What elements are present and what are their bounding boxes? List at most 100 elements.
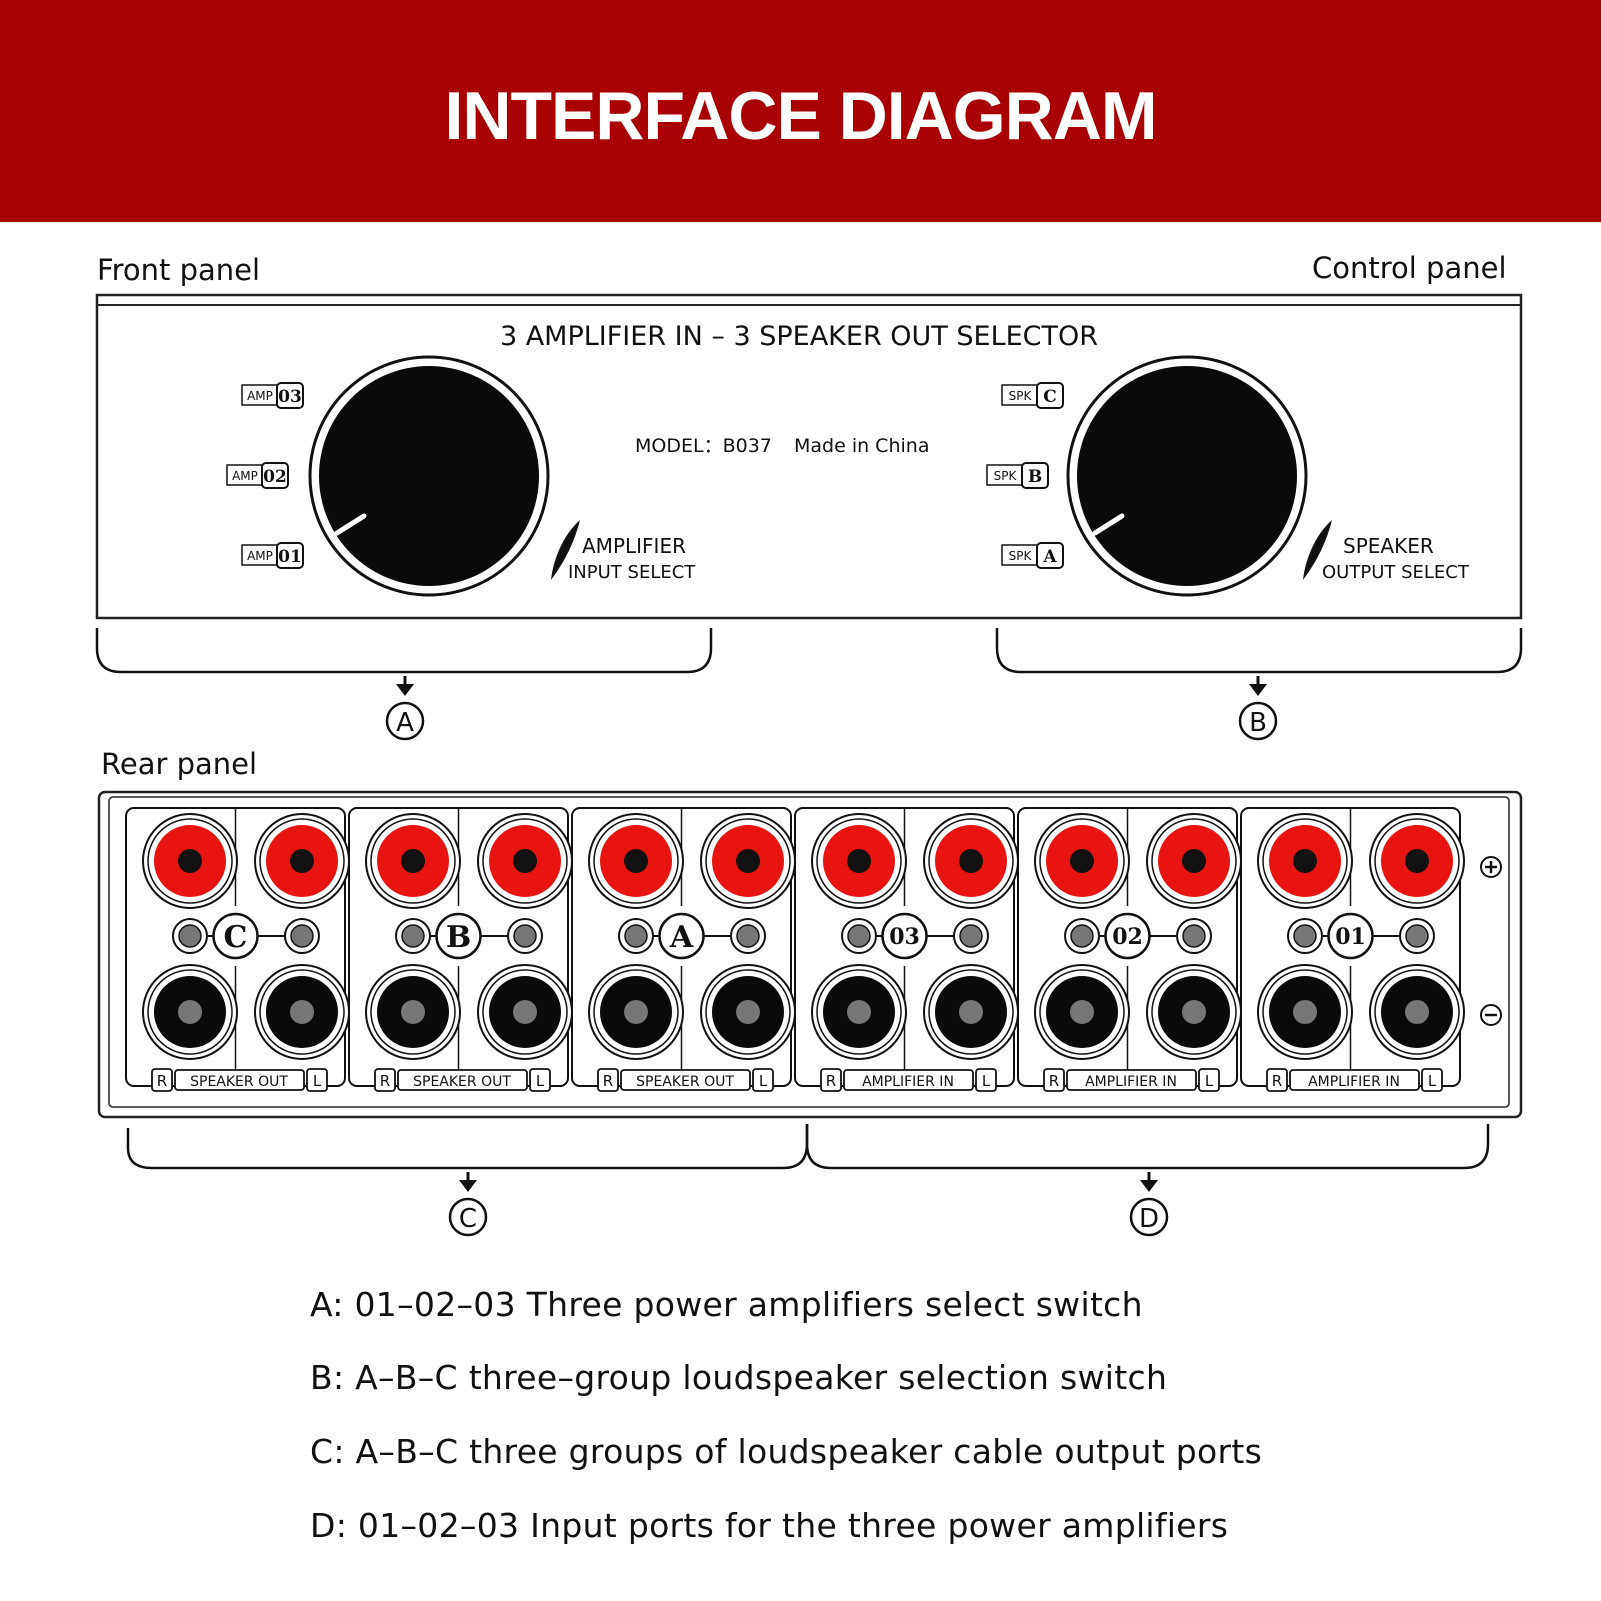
minus-icon bbox=[1480, 1004, 1502, 1026]
spk-knob-caption-1: SPEAKER bbox=[1343, 534, 1434, 558]
rear-panel-inner-edge bbox=[108, 796, 1510, 1108]
terminal-black-negative[interactable] bbox=[254, 964, 350, 1060]
terminal-black-negative[interactable] bbox=[1034, 964, 1130, 1060]
knob-pointer bbox=[334, 513, 367, 536]
l-tag: L bbox=[529, 1068, 551, 1092]
control-panel-label: Control panel bbox=[1312, 251, 1507, 285]
origin-label: Made in China bbox=[794, 435, 929, 457]
l-tag-text: L bbox=[536, 1072, 545, 1090]
caption-box bbox=[843, 1069, 974, 1091]
legend-item-b: B: A–B–C three–group loudspeaker selecti… bbox=[310, 1358, 1168, 1397]
terminal-black-negative[interactable] bbox=[588, 964, 684, 1060]
spk-position-tag: SPK A bbox=[1001, 542, 1064, 569]
amp-tag-number: 01 bbox=[278, 547, 302, 567]
amp-knob-caption-1: AMPLIFIER bbox=[582, 534, 686, 558]
callout-b: B bbox=[1249, 708, 1267, 738]
terminal-red-positive[interactable] bbox=[1257, 813, 1353, 909]
bracket-d: D bbox=[805, 1124, 1490, 1237]
section-caption: AMPLIFIER IN bbox=[862, 1074, 954, 1090]
terminal-black-negative[interactable] bbox=[1257, 964, 1353, 1060]
terminal-screw bbox=[1399, 918, 1435, 954]
terminal-screw bbox=[618, 918, 654, 954]
terminal-black-negative[interactable] bbox=[700, 964, 796, 1060]
terminal-black-negative[interactable] bbox=[142, 964, 238, 1060]
l-tag-text: L bbox=[313, 1072, 322, 1090]
front-panel: 3 AMPLIFIER IN – 3 SPEAKER OUT SELECTOR … bbox=[95, 293, 1523, 620]
spk-tag-text: SPK bbox=[994, 469, 1018, 483]
l-tag-text: L bbox=[1205, 1072, 1214, 1090]
spk-tag-number: A bbox=[1042, 547, 1057, 567]
bracket-a: A bbox=[95, 628, 713, 741]
terminal-black-negative[interactable] bbox=[1146, 964, 1242, 1060]
terminal-red-positive[interactable] bbox=[142, 813, 238, 909]
amplifier-input-select-knob[interactable] bbox=[308, 355, 550, 597]
caption-box bbox=[1066, 1069, 1197, 1091]
terminal-red-positive[interactable] bbox=[365, 813, 461, 909]
amp-position-tag: AMP 02 bbox=[226, 462, 289, 489]
spk-knob-caption-2: OUTPUT SELECT bbox=[1322, 562, 1470, 583]
terminal-black-negative[interactable] bbox=[923, 964, 1019, 1060]
r-tag-text: R bbox=[603, 1072, 613, 1090]
terminal-red-positive[interactable] bbox=[254, 813, 350, 909]
l-tag-text: L bbox=[1428, 1072, 1437, 1090]
terminal-red-positive[interactable] bbox=[811, 813, 907, 909]
terminal-red-positive[interactable] bbox=[588, 813, 684, 909]
terminal-red-positive[interactable] bbox=[1146, 813, 1242, 909]
section-caption: SPEAKER OUT bbox=[413, 1074, 511, 1090]
legend-item-d: D: 01–02–03 Input ports for the three po… bbox=[310, 1506, 1229, 1545]
terminal-screw bbox=[953, 918, 989, 954]
terminal-screw bbox=[395, 918, 431, 954]
channel-id-circle bbox=[658, 912, 705, 960]
r-tag: R bbox=[1266, 1068, 1288, 1092]
terminal-red-positive[interactable] bbox=[923, 813, 1019, 909]
section-caption: AMPLIFIER IN bbox=[1085, 1074, 1177, 1090]
terminal-red-positive[interactable] bbox=[477, 813, 573, 909]
rear-panel-label: Rear panel bbox=[101, 747, 258, 781]
channel-id-circle bbox=[1327, 912, 1374, 960]
caption-box bbox=[397, 1069, 528, 1091]
knob-pointer bbox=[1092, 513, 1125, 536]
rotation-arrow-icon bbox=[551, 520, 580, 580]
model-number: MODEL：B037 bbox=[635, 435, 772, 457]
page-title: INTERFACE DIAGRAM bbox=[444, 78, 1157, 154]
spk-tag-text: SPK bbox=[1009, 549, 1033, 563]
l-tag-text: L bbox=[982, 1072, 991, 1090]
caption-box bbox=[620, 1069, 751, 1091]
front-panel-heading: 3 AMPLIFIER IN – 3 SPEAKER OUT SELECTOR bbox=[500, 321, 1098, 352]
amp-tag-number: 02 bbox=[263, 467, 287, 487]
r-tag: R bbox=[1043, 1068, 1065, 1092]
terminal-black-negative[interactable] bbox=[365, 964, 461, 1060]
front-panel-label: Front panel bbox=[97, 253, 261, 287]
terminal-red-positive[interactable] bbox=[1034, 813, 1130, 909]
section-caption: AMPLIFIER IN bbox=[1308, 1074, 1400, 1090]
callout-c-circle bbox=[448, 1197, 488, 1237]
terminal-black-negative[interactable] bbox=[1369, 964, 1465, 1060]
r-tag: R bbox=[374, 1068, 396, 1092]
terminal-red-positive[interactable] bbox=[700, 813, 796, 909]
channel-id-circle bbox=[881, 912, 928, 960]
terminal-red-positive[interactable] bbox=[1369, 813, 1465, 909]
bracket-b: B bbox=[995, 628, 1523, 741]
caption-box bbox=[174, 1069, 305, 1091]
l-tag: L bbox=[752, 1068, 774, 1092]
terminal-black-negative[interactable] bbox=[477, 964, 573, 1060]
channel-id-circle bbox=[212, 912, 259, 960]
r-tag: R bbox=[597, 1068, 619, 1092]
amp-tag-text: AMP bbox=[232, 469, 258, 483]
channel-id: 02 bbox=[1112, 924, 1143, 950]
terminal-black-negative[interactable] bbox=[811, 964, 907, 1060]
section-caption: SPEAKER OUT bbox=[190, 1074, 288, 1090]
speaker-output-select-knob[interactable] bbox=[1066, 355, 1308, 597]
l-tag: L bbox=[306, 1068, 328, 1092]
amp-knob-caption-2: INPUT SELECT bbox=[568, 562, 696, 583]
channel-id-circle bbox=[1104, 912, 1151, 960]
